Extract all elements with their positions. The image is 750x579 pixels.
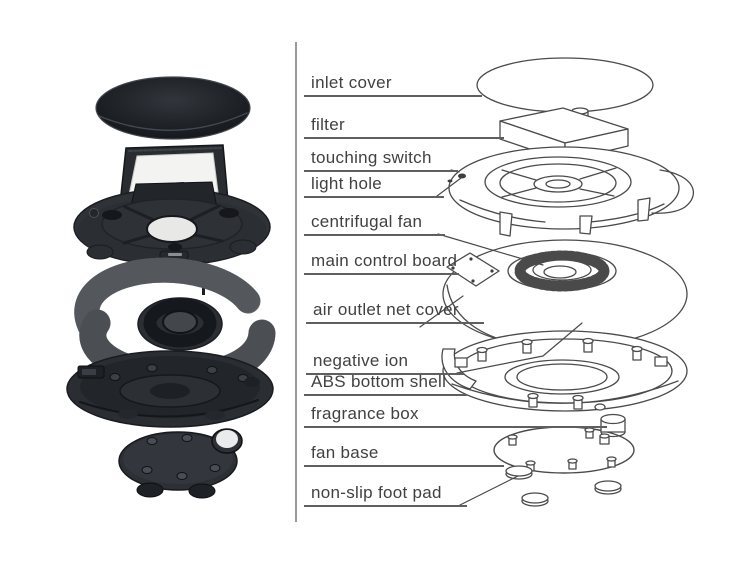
photo-inlet-cover [95, 76, 251, 140]
leader-air-outlet [419, 295, 464, 328]
label-fragrance-box: fragrance box [304, 403, 607, 428]
line-fan-base [493, 413, 635, 474]
label-main-control-board: main control board [304, 250, 459, 275]
label-negative-ion: negative ion [306, 350, 464, 375]
label-air-outlet-cover: air outlet net cover [306, 299, 484, 324]
photo-center-hole [146, 215, 198, 243]
line-bottom-shell [441, 330, 688, 412]
leader-negative-ion [456, 322, 583, 374]
line-top-shell [447, 146, 695, 237]
photo-touch-button [89, 208, 99, 218]
line-fragrance-box [599, 413, 626, 445]
photo-exploded-view [66, 76, 276, 499]
leader-foot-pad [459, 475, 519, 506]
line-base-studs [507, 427, 617, 472]
label-filter: filter [304, 114, 504, 139]
label-inlet-cover: inlet cover [304, 72, 482, 97]
label-fan-base: fan base [304, 442, 504, 467]
photo-fan-base [118, 428, 243, 491]
line-main-control-board [446, 252, 500, 287]
line-exploded-view [419, 57, 695, 507]
leader-centrifugal-fan [437, 233, 544, 266]
photo-top-shell [73, 181, 271, 295]
label-light-hole: light hole [304, 173, 444, 198]
leader-lines [419, 169, 583, 506]
line-air-outlet-cover [442, 239, 688, 349]
photo-foot-pads [136, 482, 216, 499]
label-abs-bottom-shell: ABS bottom shell [304, 371, 467, 396]
label-centrifugal-fan: centrifugal fan [304, 211, 445, 236]
photo-centrifugal-fan [137, 297, 223, 351]
line-shell-posts [476, 337, 643, 410]
line-foot-pads [505, 465, 622, 507]
label-non-slip-foot-pad: non-slip foot pad [304, 482, 467, 507]
photo-bottom-shell [66, 350, 274, 428]
line-light-hole [458, 173, 466, 179]
leader-light-hole [436, 177, 462, 197]
label-touching-switch: touching switch [304, 147, 458, 172]
